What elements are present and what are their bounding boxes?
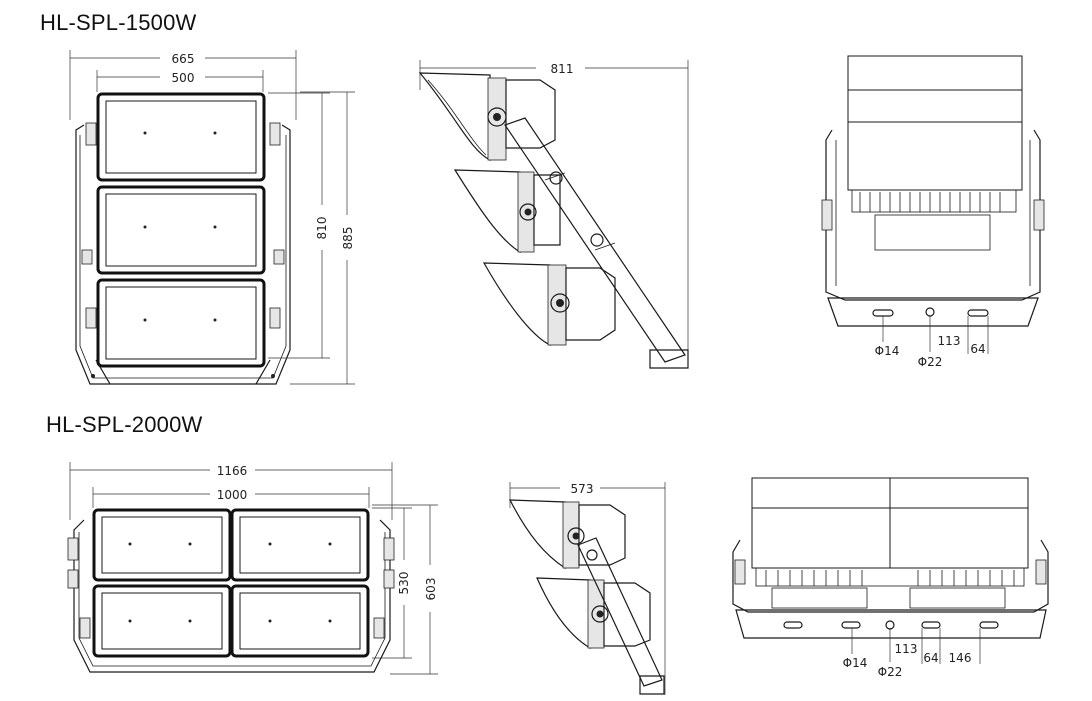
dim-hole-22: Φ22 bbox=[878, 665, 903, 679]
dim-panel-height: 810 bbox=[315, 217, 329, 240]
dim-panel-width: 1000 bbox=[217, 488, 248, 502]
dim-panel-height: 530 bbox=[397, 572, 411, 595]
dim-hole-22: Φ22 bbox=[918, 355, 943, 369]
model-title-2000w: HL-SPL-2000W bbox=[46, 412, 203, 437]
dim-depth: 573 bbox=[571, 482, 594, 496]
dim-outer-width: 665 bbox=[172, 52, 195, 66]
dim-slot-spacing-146: 146 bbox=[949, 651, 972, 665]
rear-view-1500w: Φ14 Φ22 113 64 bbox=[821, 55, 1045, 369]
dim-spacing-113: 113 bbox=[895, 642, 918, 656]
dim-slot-64: 64 bbox=[923, 651, 938, 665]
side-view-1500w: 811 bbox=[418, 60, 689, 369]
dim-total-height: 885 bbox=[341, 227, 355, 250]
dim-spacing-113: 113 bbox=[938, 334, 961, 348]
dim-depth: 811 bbox=[551, 62, 574, 76]
model-title-1500w: HL-SPL-1500W bbox=[40, 10, 197, 35]
front-view-2000w: 1166 1000 530 603 bbox=[67, 462, 438, 675]
dim-total-height: 603 bbox=[424, 578, 438, 601]
dim-panel-width: 500 bbox=[172, 71, 195, 85]
dim-hole-14: Φ14 bbox=[843, 656, 868, 670]
dim-outer-width: 1166 bbox=[217, 464, 248, 478]
dim-slot-64: 64 bbox=[970, 342, 985, 356]
side-view-2000w: 573 bbox=[508, 482, 666, 695]
front-view-1500w: 665 500 810 bbox=[69, 50, 355, 385]
rear-view-2000w: Φ14 Φ22 113 64 146 bbox=[732, 477, 1049, 679]
dim-hole-14: Φ14 bbox=[875, 344, 900, 358]
